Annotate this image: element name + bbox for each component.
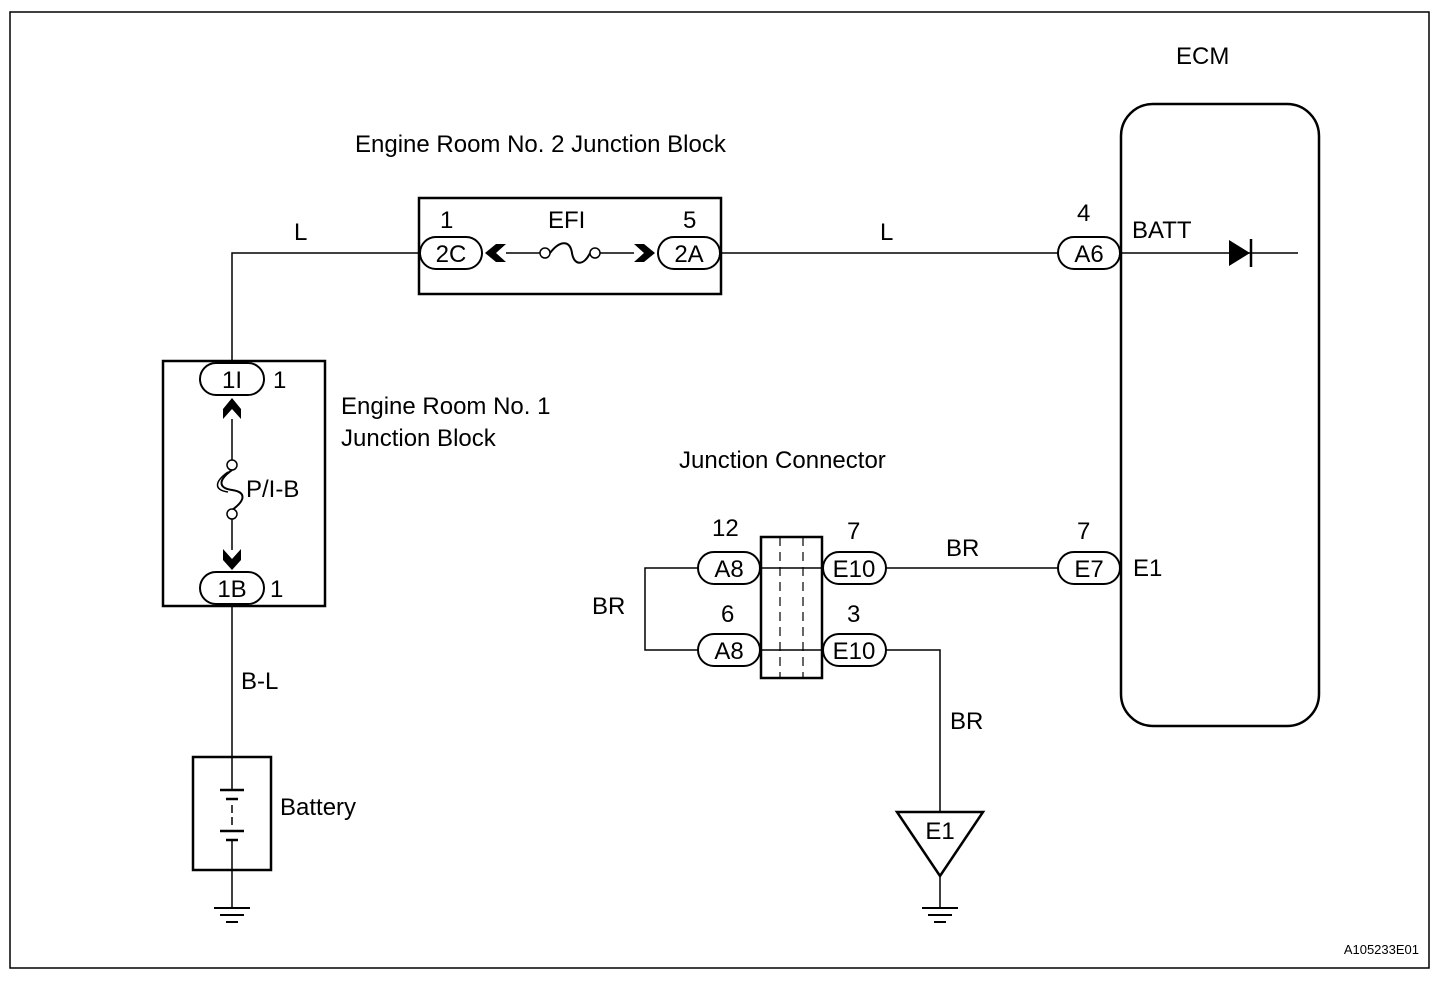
diagram-frame: [9, 11, 1430, 969]
ground-point-e1: [894, 810, 986, 879]
er1-jb-label-line2: Junction Block: [341, 425, 497, 452]
ground-icon: [214, 907, 250, 923]
connector-1i-label: 1I: [222, 367, 242, 394]
pib-fuse-label: P/I-B: [246, 476, 299, 503]
er2-jb-label: Engine Room No. 2 Junction Block: [355, 131, 727, 158]
connector-1b: [199, 571, 265, 605]
connector-a8-top: [697, 551, 761, 585]
connector-2c-label: 2C: [436, 241, 467, 268]
pin-2a: 5: [683, 207, 696, 234]
pin-1b: 1: [270, 576, 283, 603]
terminal-chevron-icon: [223, 398, 241, 419]
er1-jb-label-line1: Engine Room No. 1: [341, 393, 550, 420]
connector-2c: [419, 236, 483, 270]
pin-e10-bottom: 3: [847, 601, 860, 628]
pin-e7: 7: [1077, 518, 1090, 545]
er1-jb-box: [161, 359, 327, 608]
connector-1i: [199, 362, 265, 396]
pin-1i: 1: [273, 367, 286, 394]
ecm-box: [1119, 102, 1321, 728]
fusible-link-icon: [216, 459, 244, 520]
wire-l-left: [231, 252, 419, 361]
fuse-icon: [539, 242, 601, 264]
wire-color-br-loop: BR: [592, 593, 625, 620]
connector-a6: [1057, 236, 1121, 270]
terminal-chevron-icon: [634, 244, 655, 262]
er2-jb-box: [417, 196, 723, 296]
terminal-chevron-icon: [485, 244, 506, 262]
pin-a8-top: 12: [712, 515, 739, 542]
wire-br-loop: [644, 567, 698, 651]
connector-a8-bottom: [697, 633, 761, 667]
connector-1b-label: 1B: [217, 576, 246, 603]
efi-fuse-label: EFI: [548, 207, 585, 234]
ecm-label: ECM: [1176, 43, 1229, 70]
connector-a6-label: A6: [1074, 241, 1103, 268]
ground-point-e1-label: E1: [925, 818, 954, 845]
pin-e10-top: 7: [847, 518, 860, 545]
wire-color-bl: B-L: [241, 668, 278, 695]
ground-icon: [922, 907, 958, 923]
wire-br-ground: [886, 649, 941, 812]
connector-e7: [1057, 551, 1121, 585]
terminal-batt: BATT: [1132, 217, 1192, 244]
junction-connector-box: [759, 535, 824, 680]
diode-icon: [1229, 239, 1253, 267]
wire-color-l-left: L: [294, 219, 307, 246]
connector-e7-label: E7: [1074, 556, 1103, 583]
connector-e10-top-label: E10: [833, 556, 876, 583]
battery-label: Battery: [280, 794, 356, 821]
wire-color-l-right: L: [880, 219, 893, 246]
connector-e10-bottom-label: E10: [833, 638, 876, 665]
junction-connector-label: Junction Connector: [679, 447, 886, 474]
pin-a8-bottom: 6: [721, 601, 734, 628]
connector-a8-top-label: A8: [714, 556, 743, 583]
connector-a8-bottom-label: A8: [714, 638, 743, 665]
battery-icon: [220, 757, 244, 870]
pin-2c: 1: [440, 207, 453, 234]
connector-2a-label: 2A: [674, 241, 703, 268]
terminal-e1: E1: [1133, 555, 1162, 582]
terminal-chevron-icon: [223, 549, 241, 570]
figure-id: A105233E01: [1344, 942, 1419, 957]
wire-color-br-ground: BR: [950, 708, 983, 735]
connector-2a: [657, 236, 721, 270]
pin-a6: 4: [1077, 200, 1090, 227]
wire-color-br-e7: BR: [946, 535, 979, 562]
